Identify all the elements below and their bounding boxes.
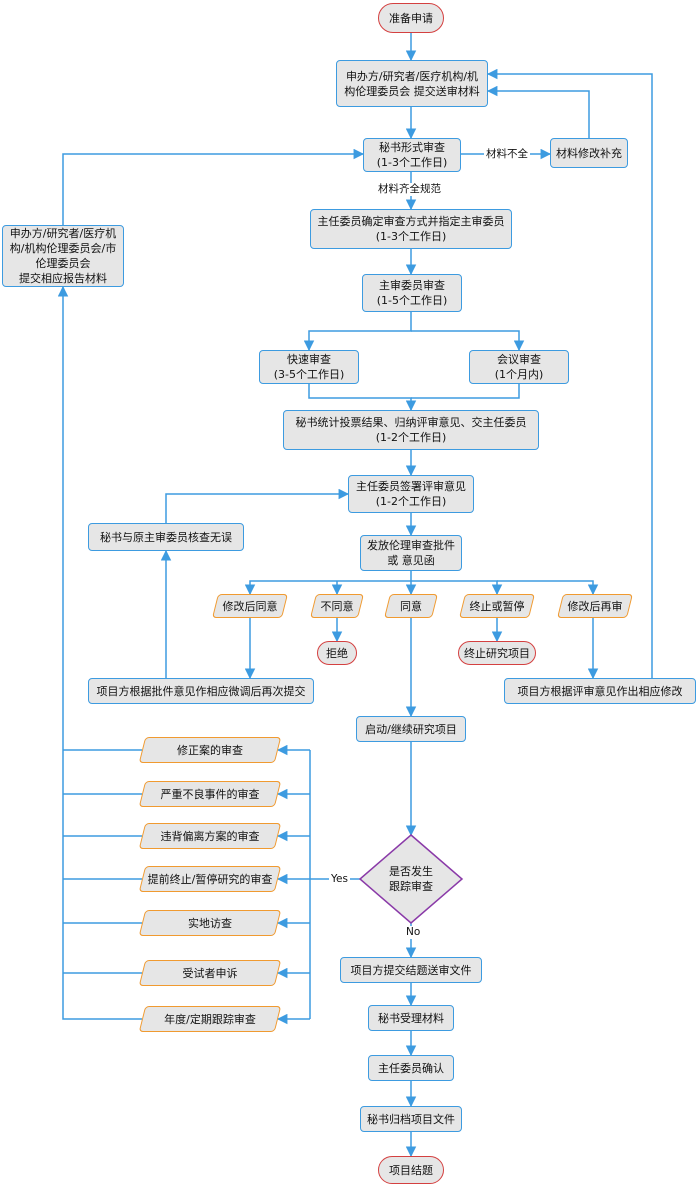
edge-label-complete: 材料齐全规范 — [376, 183, 443, 196]
director-confirm-box: 主任委员确认 — [368, 1055, 454, 1081]
connector-track7-to-bus — [62, 750, 142, 1020]
track-protocol-deviation: 违背偏离方案的审查 — [142, 823, 278, 849]
submit-materials-box: 申办方/研究者/医疗机构/机 构伦理委员会 提交送审材料 — [336, 60, 488, 107]
track-annual-review: 年度/定期跟踪审查 — [142, 1006, 278, 1032]
start-project-box: 启动/继续研究项目 — [356, 716, 466, 742]
connector-issue-split-right — [497, 580, 599, 596]
option-disagree: 不同意 — [313, 594, 361, 618]
issue-approval-box: 发放伦理审查批件 或 意见函 — [360, 535, 462, 571]
decision-diamond-shape — [358, 834, 464, 924]
connector-issue-split-terminate — [411, 580, 503, 596]
fast-review-box: 快速审查 (3-5个工作日) — [259, 350, 359, 384]
terminate-project-terminal: 终止研究项目 — [458, 641, 536, 665]
submit-final-box: 项目方提交结题送审文件 — [340, 957, 482, 983]
connector-left-to-formal — [62, 148, 365, 225]
track-early-termination: 提前终止/暂停研究的审查 — [142, 866, 278, 892]
archive-box: 秘书归档项目文件 — [360, 1106, 462, 1132]
reject-terminal: 拒绝 — [317, 641, 357, 665]
option-terminate: 终止或暂停 — [462, 594, 532, 618]
connector-issue-split-left — [244, 571, 412, 596]
connector-fast-to-stats — [308, 384, 417, 412]
edge-label-incomplete: 材料不全 — [484, 148, 530, 161]
edge-label-no: No — [404, 926, 423, 939]
modify-per-review-box: 项目方根据评审意见作出相应修改 — [504, 678, 696, 704]
director-sign-box: 主任委员签署评审意见 (1-2个工作日) — [348, 475, 474, 513]
option-agree: 同意 — [387, 594, 435, 618]
vote-stats-box: 秘书统计投票结果、归纳评审意见、交主任委员 (1-2个工作日) — [283, 410, 539, 450]
edge-label-yes: Yes — [329, 873, 350, 886]
connector-verify-to-sign — [165, 488, 350, 523]
start-terminal: 准备申请 — [378, 3, 444, 33]
option-modify-review: 修改后再审 — [560, 594, 630, 618]
track-serious-adverse-event: 严重不良事件的审查 — [142, 781, 278, 807]
verify-box: 秘书与原主审委员核查无误 — [88, 523, 244, 551]
adjust-resubmit-box: 项目方根据批件意见作相应微调后再次提交 — [88, 678, 314, 704]
connector-primary-split-right — [411, 330, 525, 352]
connector-primary-split — [303, 312, 412, 352]
end-terminal: 项目结题 — [378, 1156, 444, 1184]
option-modify-agree: 修改后同意 — [215, 594, 285, 618]
assign-reviewer-box: 主任委员确定审查方式并指定主审委员 (1-3个工作日) — [310, 209, 512, 249]
track-subject-complaint: 受试者申诉 — [142, 960, 278, 986]
connector-modify-to-submit — [486, 68, 653, 678]
connector-fix-to-submit — [486, 85, 590, 138]
track-decision-label: 是否发生 跟踪审查 — [389, 865, 433, 893]
connector-meeting-to-stats — [411, 384, 520, 399]
track-site-visit: 实地访查 — [142, 910, 278, 936]
left-submit-report-box: 申办方/研究者/医疗机 构/机构伦理委员会/市 伦理委员会 提交相应报告材料 — [2, 225, 124, 287]
meeting-review-box: 会议审查 (1个月内) — [469, 350, 569, 384]
formal-review-box: 秘书形式审查 (1-3个工作日) — [363, 138, 461, 172]
primary-review-box: 主审委员审查 (1-5个工作日) — [362, 274, 462, 312]
secretary-accept-box: 秘书受理材料 — [368, 1005, 454, 1031]
material-fix-box: 材料修改补充 — [550, 138, 628, 168]
track-amendment-review: 修正案的审查 — [142, 737, 278, 763]
